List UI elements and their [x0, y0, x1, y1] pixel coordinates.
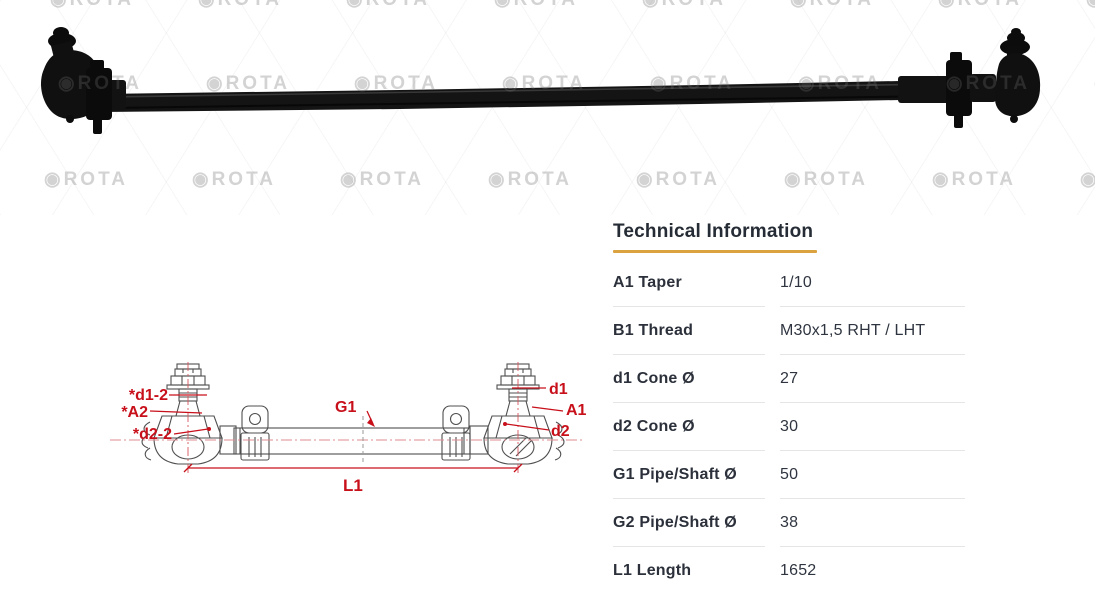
spec-label: d2 Cone Ø [613, 403, 765, 451]
watermark-layer: ◉ROTA ◉ROTA ◉ROTA ◉ROTA ◉ROTA ◉ROTA ◉ROTA ◉ROTA… [0, 0, 1095, 215]
spec-table: A1 Taper 1/10 B1 Thread M30x1,5 RHT / LH… [613, 259, 965, 595]
spec-label: B1 Thread [613, 307, 765, 355]
rota-watermark: ◉ROTA [784, 169, 868, 190]
tie-rod-photo-image [41, 27, 1041, 134]
rota-watermark: ◉ROTA [502, 73, 586, 94]
spec-row-l1-length: L1 Length 1652 [613, 547, 965, 595]
spec-value: 1/10 [780, 259, 965, 307]
rota-watermark: ◉ROTA [650, 73, 734, 94]
spec-row-a1-taper: A1 Taper 1/10 [613, 259, 965, 307]
diagram-label-g1: G1 [335, 399, 356, 416]
diagram-label-d1: d1 [549, 381, 568, 398]
rota-watermark: ◉ROTA [346, 0, 430, 11]
rota-watermark: ◉ROTA [798, 73, 882, 94]
spec-label: d1 Cone Ø [613, 355, 765, 403]
rota-watermark: ◉ROTA [790, 0, 874, 11]
spec-row-g2-pipe: G2 Pipe/Shaft Ø 38 [613, 499, 965, 547]
diagram-label-d1-2: *d1-2 [129, 387, 168, 404]
diagram-label-a2: *A2 [121, 404, 148, 421]
rota-watermark: ◉ROTA [642, 0, 726, 11]
technical-information-panel: Technical Information A1 Taper 1/10 B1 T… [613, 220, 965, 595]
rota-watermark: ◉ROTA [494, 0, 578, 11]
spec-label: G2 Pipe/Shaft Ø [613, 499, 765, 547]
spec-value: 27 [780, 355, 965, 403]
rota-watermark: ◉ROTA [340, 169, 424, 190]
diagram-label-d2-2: *d2-2 [133, 426, 172, 443]
rota-watermark: ◉ROTA [198, 0, 282, 11]
rota-watermark: ◉ROTA [58, 73, 142, 94]
spec-row-d1-cone: d1 Cone Ø 27 [613, 355, 965, 403]
spec-value: 1652 [780, 562, 817, 579]
rota-watermark: ◉ROTA [1080, 169, 1095, 190]
rota-watermark: ◉ROTA [50, 0, 134, 11]
spec-row-d2-cone: d2 Cone Ø 30 [613, 403, 965, 451]
rota-watermark: ◉ROTA [206, 73, 290, 94]
rota-watermark: ◉ROTA [1086, 0, 1095, 11]
diagram-label-a1: A1 [566, 402, 587, 419]
rota-watermark: ◉ROTA [354, 73, 438, 94]
rota-watermark: ◉ROTA [44, 169, 128, 190]
rota-watermark: ◉ROTA [192, 169, 276, 190]
spec-value: 50 [780, 451, 965, 499]
spec-value: M30x1,5 RHT / LHT [780, 307, 965, 355]
spec-value: 38 [780, 499, 965, 547]
diagram-label-l1: L1 [343, 476, 363, 495]
spec-label: G1 Pipe/Shaft Ø [613, 451, 765, 499]
section-title: Technical Information [613, 221, 814, 242]
title-underline [613, 250, 817, 253]
rota-watermark: ◉ROTA [488, 169, 572, 190]
product-photo: ◉ROTA ◉ROTA ◉ROTA ◉ROTA ◉ROTA ◉ROTA ◉ROTA ◉ROTA… [0, 0, 1095, 215]
rota-watermark: ◉ROTA [932, 169, 1016, 190]
rota-watermark: ◉ROTA [938, 0, 1022, 11]
spec-row-g1-pipe: G1 Pipe/Shaft Ø 50 [613, 451, 965, 499]
spec-label: L1 Length [613, 562, 692, 579]
technical-diagram: *d1-2 *A2 *d2-2 G1 L1 d1 A1 d2 [110, 362, 587, 495]
spec-value: 30 [780, 403, 965, 451]
spec-row-b1-thread: B1 Thread M30x1,5 RHT / LHT [613, 307, 965, 355]
spec-label: A1 Taper [613, 259, 765, 307]
rota-watermark: ◉ROTA [636, 169, 720, 190]
rota-watermark: ◉ROTA [946, 73, 1030, 94]
diagram-label-d2: d2 [551, 423, 570, 440]
